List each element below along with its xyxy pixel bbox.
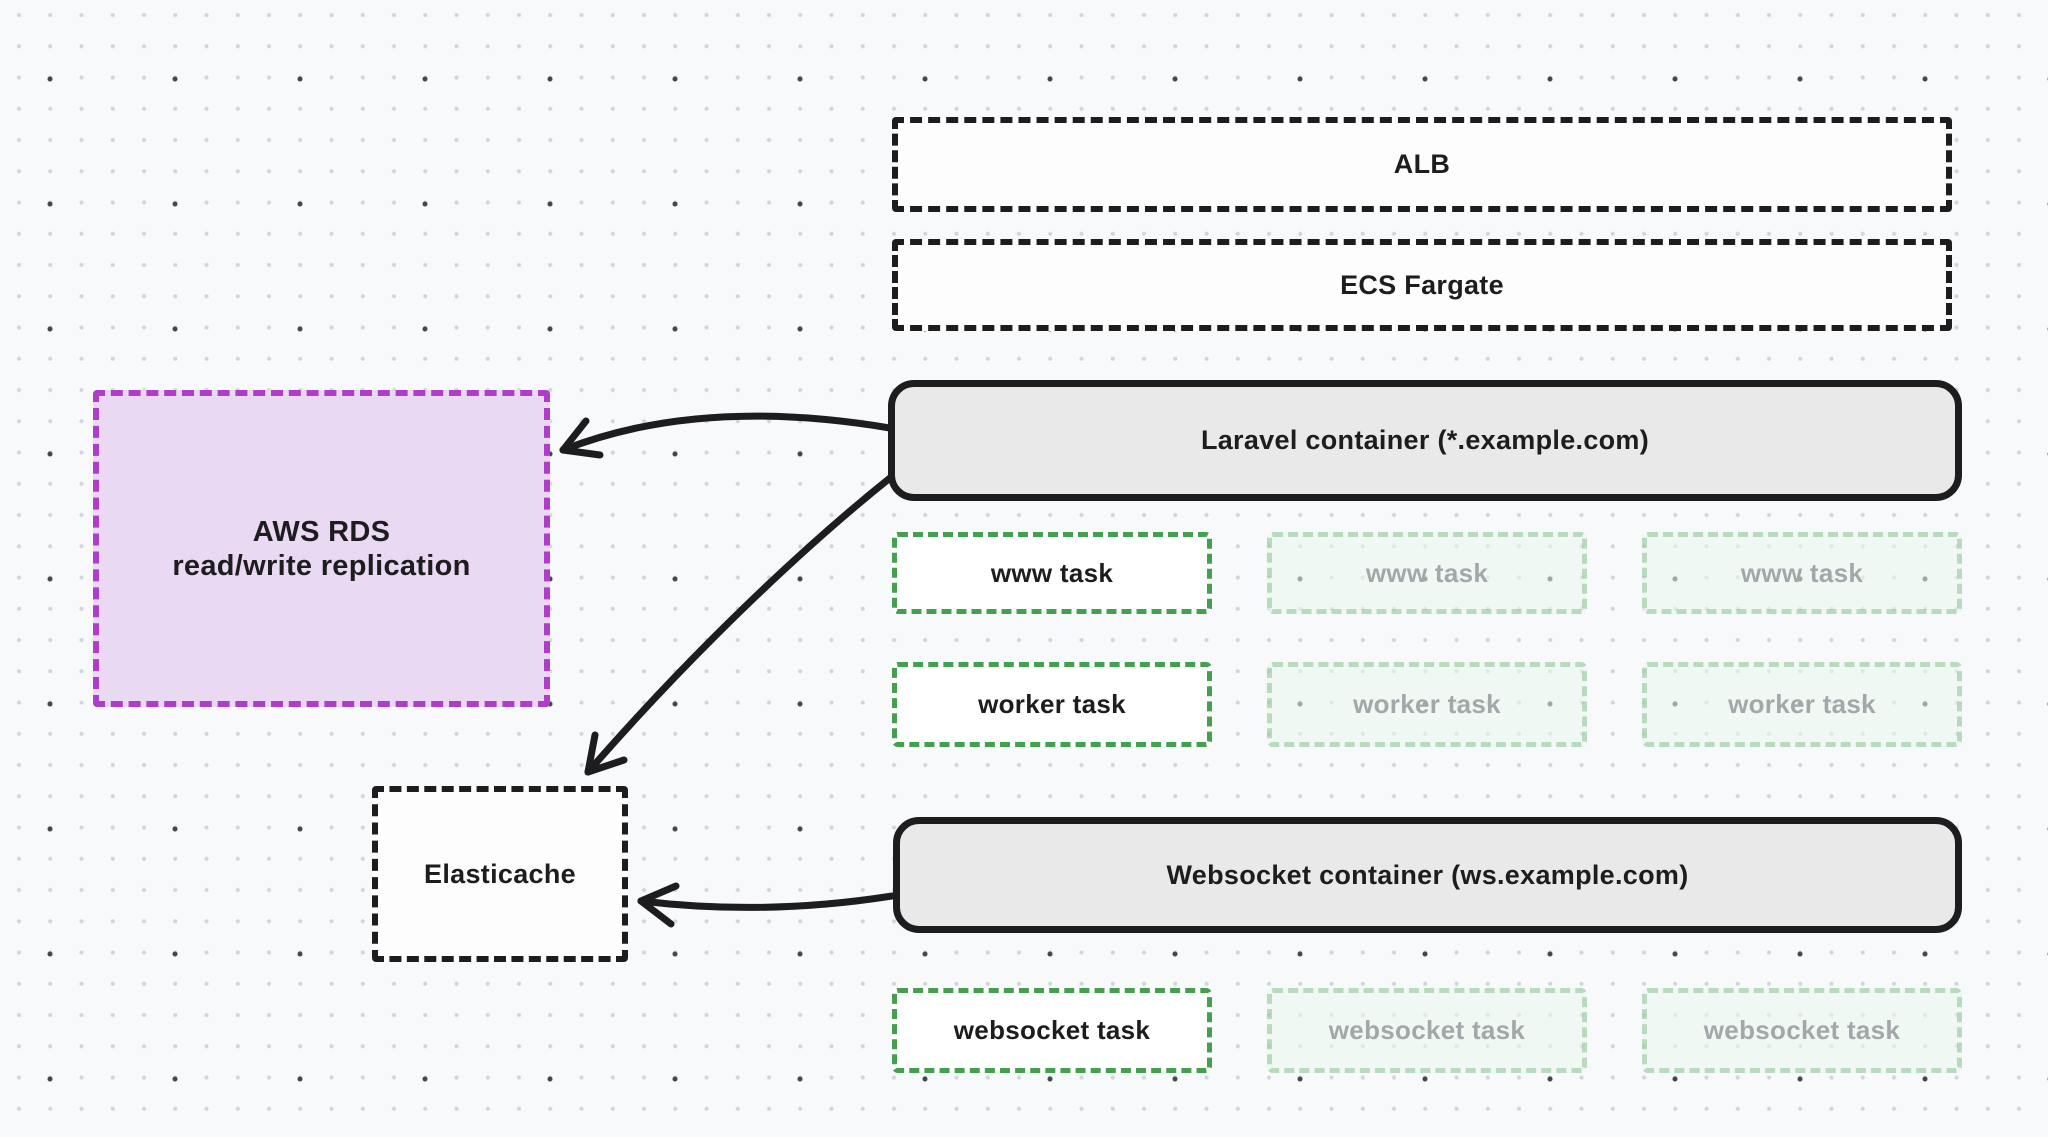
task-www-2-label: www task — [1365, 557, 1489, 588]
node-laravel-container-label: Laravel container (*.example.com) — [1200, 425, 1650, 455]
task-websocket-1[interactable]: websocket task — [892, 988, 1212, 1073]
node-ecs-fargate-label: ECS Fargate — [1340, 269, 1504, 300]
task-www-3-label: www task — [1740, 557, 1864, 588]
task-worker-3-label: worker task — [1728, 689, 1876, 719]
node-aws-rds-label: AWS RDS read/write replication — [172, 515, 470, 583]
task-websocket-2-label: websocket task — [1328, 1015, 1526, 1045]
task-www-3[interactable]: www task — [1642, 532, 1962, 614]
node-aws-rds-line2: read/write replication — [172, 549, 471, 582]
arrow-websocket-to-elasticache[interactable] — [637, 882, 896, 928]
task-worker-1-label: worker task — [978, 689, 1126, 719]
task-websocket-2[interactable]: websocket task — [1267, 988, 1587, 1073]
arrow-laravel-to-elasticache[interactable] — [584, 474, 894, 776]
node-elasticache-label: Elasticache — [424, 858, 576, 889]
node-laravel-container[interactable]: Laravel container (*.example.com) — [888, 380, 1962, 501]
task-worker-3[interactable]: worker task — [1642, 662, 1962, 747]
task-www-1[interactable]: www task — [892, 532, 1212, 614]
task-www-1-label: www task — [990, 557, 1114, 588]
task-websocket-3-label: websocket task — [1703, 1015, 1901, 1045]
node-websocket-container-label: Websocket container (ws.example.com) — [1166, 859, 1689, 890]
task-worker-2-label: worker task — [1353, 689, 1501, 719]
node-elasticache[interactable]: Elasticache — [372, 786, 628, 962]
node-alb-label: ALB — [1393, 149, 1451, 179]
node-websocket-container[interactable]: Websocket container (ws.example.com) — [893, 817, 1962, 933]
node-aws-rds[interactable]: AWS RDS read/write replication — [93, 390, 550, 707]
task-websocket-3[interactable]: websocket task — [1642, 988, 1962, 1073]
arrow-laravel-to-rds[interactable] — [559, 412, 894, 459]
task-websocket-1-label: websocket task — [953, 1015, 1151, 1045]
task-worker-1[interactable]: worker task — [892, 662, 1212, 747]
task-worker-2[interactable]: worker task — [1267, 662, 1587, 747]
node-ecs-fargate[interactable]: ECS Fargate — [892, 239, 1952, 331]
node-aws-rds-line1: AWS RDS — [252, 515, 391, 548]
task-www-2[interactable]: www task — [1267, 532, 1587, 614]
node-alb[interactable]: ALB — [892, 117, 1952, 212]
